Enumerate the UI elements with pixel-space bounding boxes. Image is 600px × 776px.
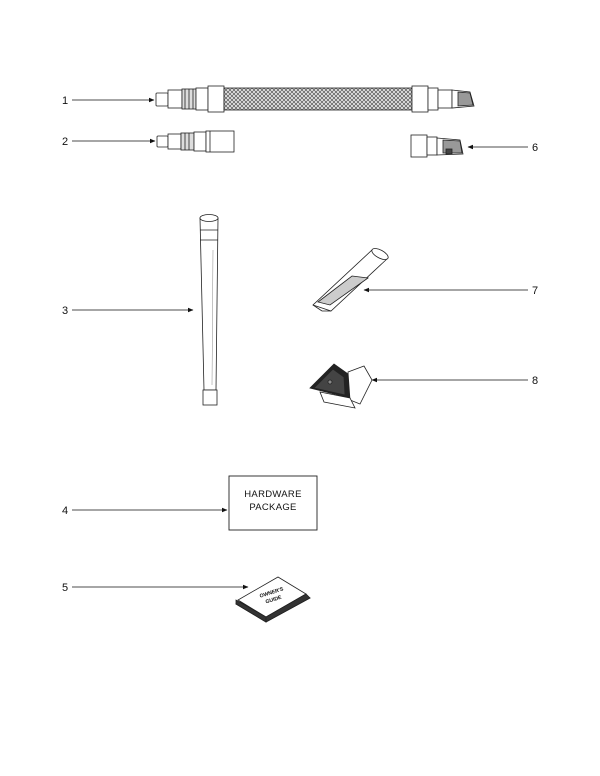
hardware-package-line2: PACKAGE bbox=[249, 502, 296, 513]
part-7-crevice-tool bbox=[312, 248, 389, 312]
callout-2: 2 bbox=[62, 136, 68, 148]
callout-4: 4 bbox=[62, 505, 68, 517]
callout-1: 1 bbox=[62, 95, 68, 107]
part-8-dusting-brush bbox=[309, 363, 373, 409]
callout-5: 5 bbox=[62, 582, 68, 594]
hardware-package-line1: HARDWARE bbox=[244, 489, 301, 500]
callout-7: 7 bbox=[532, 285, 538, 297]
callout-3: 3 bbox=[62, 305, 68, 317]
part-6-adapter bbox=[410, 134, 464, 158]
callout-8: 8 bbox=[532, 375, 538, 387]
part-4-hardware-package: HARDWARE PACKAGE bbox=[228, 475, 318, 531]
callout-6: 6 bbox=[532, 142, 538, 154]
part-3-wand bbox=[199, 214, 219, 406]
part-5-owners-guide: OWNER'S GUIDE bbox=[235, 576, 311, 623]
part-2-cuff bbox=[156, 130, 235, 153]
owners-guide-line2: GUIDE bbox=[265, 594, 283, 605]
part-1-hose bbox=[155, 85, 475, 113]
